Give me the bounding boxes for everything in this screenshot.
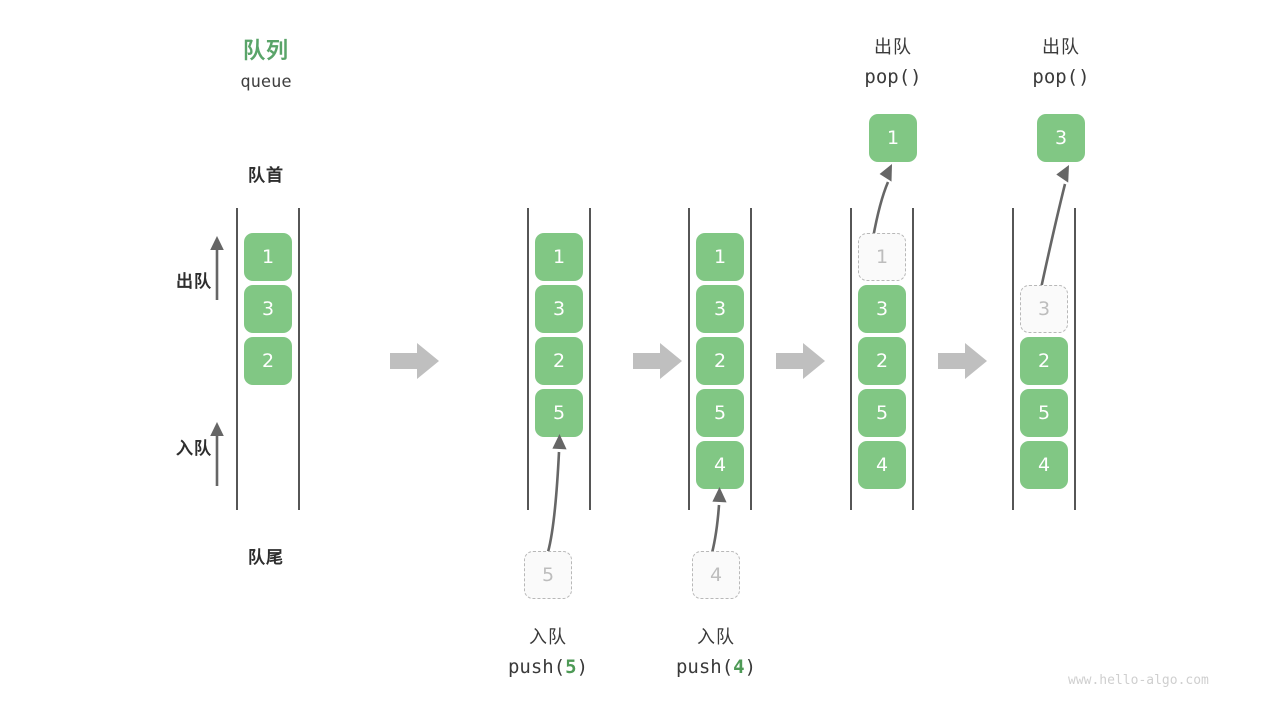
leaving-node: 1 [858,233,906,281]
rail-left [688,208,690,510]
rail-right [750,208,752,510]
rail-left [527,208,529,510]
pending-push-node: 5 [524,551,572,599]
pending-push-node: 4 [692,551,740,599]
queue-node: 2 [1020,337,1068,385]
queue-node: 1 [535,233,583,281]
push-caption-code: push(5) [478,656,618,678]
dequeue-label: 出队 [176,272,212,292]
push-arrow-icon [678,483,758,555]
rail-left [1012,208,1014,510]
queue-node-new: 5 [535,389,583,437]
front-label: 队首 [248,166,284,186]
watermark: www.hello-algo.com [1068,673,1209,688]
pop-arrow-icon [846,160,926,240]
rail-right [298,208,300,510]
diagram-title-code: queue [240,72,292,92]
push-caption-code: push(4) [646,656,786,678]
queue-node: 3 [244,285,292,333]
queue-node: 2 [858,337,906,385]
rail-right [1074,208,1076,510]
pop-caption-code: pop() [864,66,922,88]
step-arrow-icon [390,342,440,380]
queue-node: 1 [696,233,744,281]
enqueue-label: 入队 [176,439,212,459]
queue-node: 3 [696,285,744,333]
push-code-prefix: push( [507,656,566,678]
popped-node: 1 [869,114,917,162]
pop-caption-code: pop() [1032,66,1090,88]
push-code-prefix: push( [675,656,734,678]
dequeue-arrow-icon [206,234,228,300]
queue-node: 2 [696,337,744,385]
queue-node: 5 [696,389,744,437]
queue-node: 3 [858,285,906,333]
queue-node: 2 [244,337,292,385]
push-code-suffix: ) [576,656,589,678]
leaving-node: 3 [1020,285,1068,333]
queue-node: 4 [1020,441,1068,489]
rail-left [236,208,238,510]
queue-node: 5 [858,389,906,437]
step-arrow-icon [776,342,826,380]
queue-node: 5 [1020,389,1068,437]
popped-node: 3 [1037,114,1085,162]
queue-node: 3 [535,285,583,333]
push-code-value: 4 [733,656,745,678]
queue-node: 4 [858,441,906,489]
queue-node-new: 4 [696,441,744,489]
step-arrow-icon [938,342,988,380]
rail-right [912,208,914,510]
push-code-value: 5 [565,656,577,678]
pop-caption-cn: 出队 [1042,37,1080,58]
push-code-suffix: ) [744,656,757,678]
push-arrow-icon [510,430,600,555]
pop-arrow-icon [1012,160,1102,295]
rail-right [589,208,591,510]
push-caption-cn: 入队 [529,627,567,648]
rear-label: 队尾 [248,548,284,568]
queue-node: 1 [244,233,292,281]
push-caption-cn: 入队 [697,627,735,648]
pop-caption-cn: 出队 [874,37,912,58]
diagram-title-cn: 队列 [242,39,289,64]
step-arrow-icon [633,342,683,380]
enqueue-arrow-icon [206,420,228,486]
rail-left [850,208,852,510]
queue-node: 2 [535,337,583,385]
